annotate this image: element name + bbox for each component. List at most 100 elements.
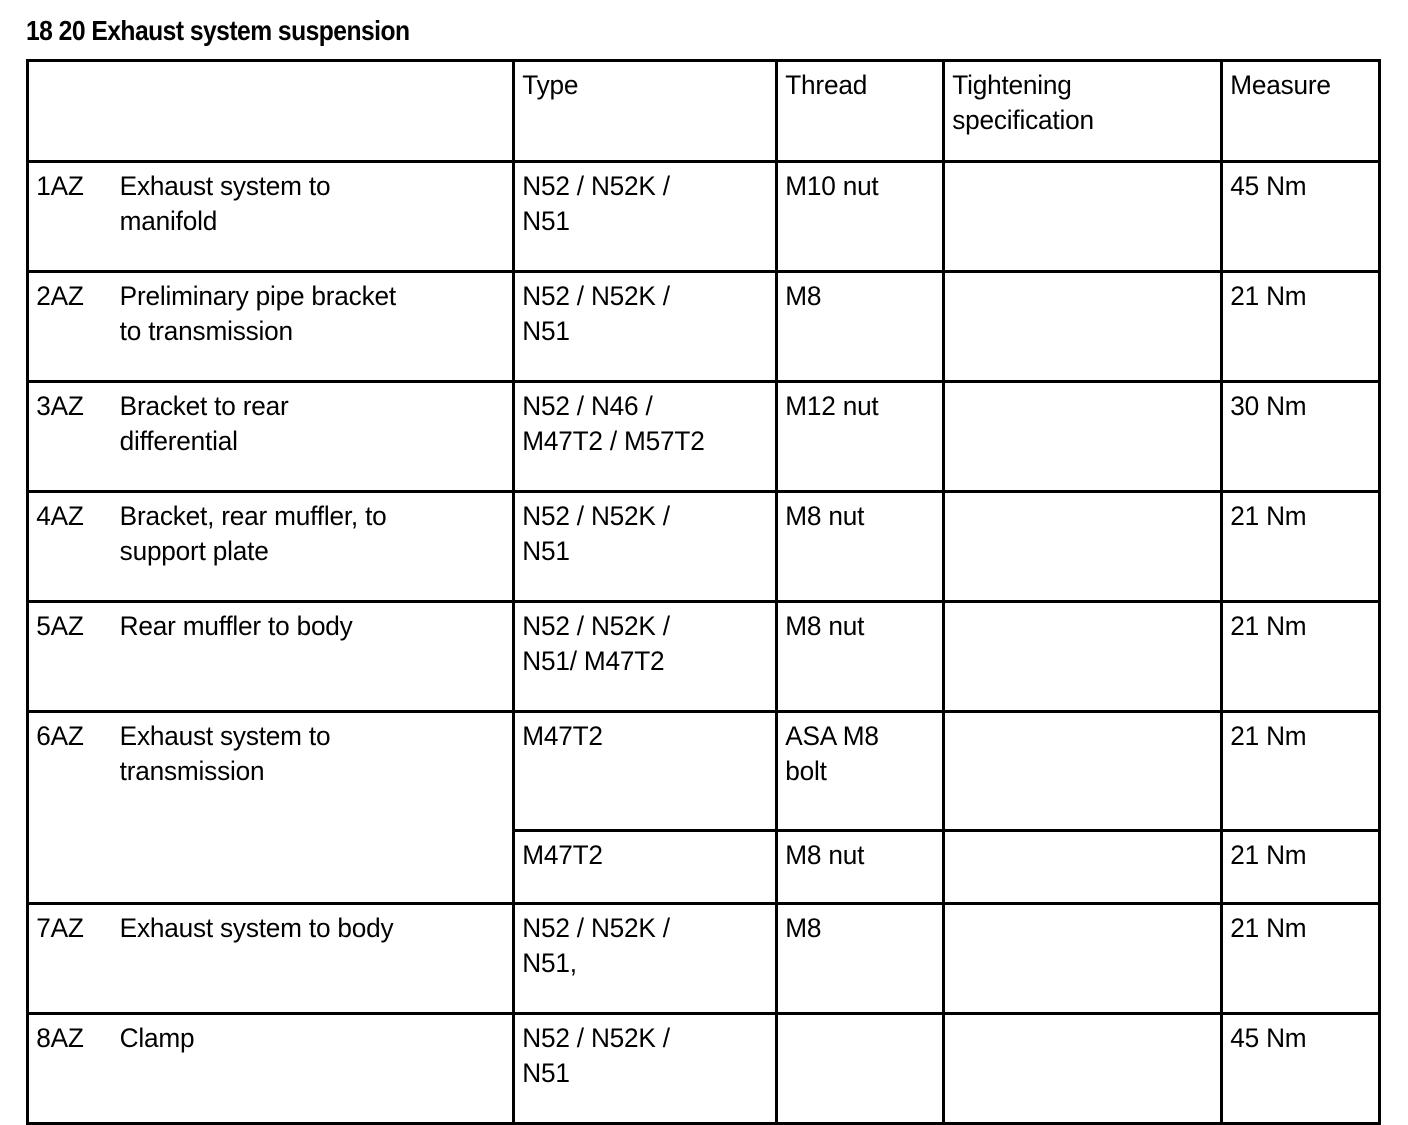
table-row: 3AZ Bracket to rear differential N52 / N… <box>26 380 1380 493</box>
cell-tightening-specification <box>942 1012 1215 1125</box>
cell-item-id: 3AZ <box>35 391 84 421</box>
cell-description: 3AZ Bracket to rear differential <box>26 380 501 493</box>
cell-type: M47T2 <box>512 710 771 832</box>
table-row: M47T2 M8 nut 21 Nm <box>28 829 1380 905</box>
cell-measure: 21 Nm <box>1220 710 1377 832</box>
cell-thread-text: M8 nut <box>784 501 864 531</box>
cell-item-id: 6AZ <box>35 721 84 751</box>
cell-type: N52 / N52K / N51 <box>512 160 771 273</box>
cell-measure-text: 45 Nm <box>1229 171 1306 201</box>
cell-measure-text: 21 Nm <box>1229 611 1306 641</box>
cell-thread-text: M8 <box>784 281 821 311</box>
column-header-type: Type <box>512 59 771 163</box>
table-header-row: Type Thread Tightening specification Mea… <box>26 59 1380 163</box>
cell-thread-text: M8 nut <box>784 611 864 641</box>
page-title: 18 20 Exhaust system suspension <box>26 15 410 46</box>
cell-description-text: Bracket, rear muffler, to support plate <box>119 501 387 567</box>
cell-measure-text: 21 Nm <box>1229 913 1306 943</box>
cell-type: N52 / N46 / M47T2 / M57T2 <box>512 380 771 493</box>
cell-thread-text: ASA M8 bolt <box>784 721 879 787</box>
table-row: 8AZ Clamp N52 / N52K / N51 45 Nm <box>26 1012 1380 1125</box>
cell-thread-text: M12 nut <box>784 391 879 421</box>
cell-measure-text: 30 Nm <box>1229 391 1306 421</box>
cell-tightening-specification <box>942 270 1215 383</box>
column-header-measure: Measure <box>1220 59 1377 163</box>
cell-thread: M8 nut <box>775 829 940 905</box>
cell-measure: 45 Nm <box>1220 1012 1377 1125</box>
cell-measure: 21 Nm <box>1220 270 1377 383</box>
cell-description-text: Rear muffler to body <box>119 611 353 641</box>
cell-item-id: 7AZ <box>35 913 84 943</box>
cell-thread-text: M8 nut <box>784 840 864 870</box>
cell-description-text: Exhaust system to manifold <box>119 171 330 237</box>
cell-measure: 30 Nm <box>1220 380 1377 493</box>
cell-measure-text: 21 Nm <box>1229 721 1306 751</box>
cell-measure-text: 21 Nm <box>1229 281 1306 311</box>
cell-type-text: N52 / N52K / N51 <box>521 1023 670 1089</box>
cell-item-id: 1AZ <box>35 171 84 201</box>
cell-tightening-specification <box>942 380 1215 493</box>
table-row: 7AZ Exhaust system to body N52 / N52K / … <box>26 902 1380 1015</box>
cell-thread: M12 nut <box>775 380 940 493</box>
cell-type: N52 / N52K / N51 <box>512 490 771 603</box>
cell-description: 6AZ Exhaust system to transmission <box>26 710 501 905</box>
cell-measure: 21 Nm <box>1220 902 1377 1015</box>
cell-type-text: N52 / N52K / N51 <box>521 171 670 237</box>
cell-measure-text: 45 Nm <box>1229 1023 1306 1053</box>
table-row: 1AZ Exhaust system to manifold N52 / N52… <box>26 160 1380 273</box>
cell-description-text: Bracket to rear differential <box>119 391 289 457</box>
cell-item-id: 5AZ <box>35 611 84 641</box>
cell-thread: M8 <box>775 902 940 1015</box>
cell-measure-text: 21 Nm <box>1229 501 1306 531</box>
table-row: 5AZ Rear muffler to body N52 / N52K / N5… <box>26 600 1380 713</box>
cell-description-text: Exhaust system to body <box>119 913 393 943</box>
torque-specification-table: Type Thread Tightening specification Mea… <box>26 59 1381 1125</box>
column-header-description <box>26 59 501 163</box>
cell-thread: M10 nut <box>775 160 940 273</box>
cell-description: 1AZ Exhaust system to manifold <box>26 160 501 273</box>
cell-thread: M8 <box>775 270 940 383</box>
cell-description: 7AZ Exhaust system to body <box>26 902 501 1015</box>
cell-type-text: N52 / N52K / N51 <box>521 281 670 347</box>
cell-tightening-specification <box>942 160 1215 273</box>
cell-measure: 21 Nm <box>1220 829 1377 905</box>
cell-thread-text: M10 nut <box>784 171 879 201</box>
table-row: 4AZ Bracket, rear muffler, to support pl… <box>26 490 1380 603</box>
cell-description-text: Preliminary pipe bracket to transmission <box>119 281 396 347</box>
cell-thread: ASA M8 bolt <box>775 710 940 832</box>
cell-description: 4AZ Bracket, rear muffler, to support pl… <box>26 490 501 603</box>
cell-type-text: N52 / N52K / N51/ M47T2 <box>521 611 670 677</box>
column-header-tightening-specification: Tightening specification <box>942 59 1215 163</box>
table-row: 2AZ Preliminary pipe bracket to transmis… <box>26 270 1380 383</box>
cell-item-id: 4AZ <box>35 501 84 531</box>
cell-measure: 21 Nm <box>1220 490 1377 603</box>
cell-description-text: Exhaust system to transmission <box>119 721 330 787</box>
cell-measure: 45 Nm <box>1220 160 1377 273</box>
column-header-tightening-specification-label: Tightening specification <box>951 70 1094 136</box>
cell-type-text: N52 / N52K / N51, <box>521 913 670 979</box>
cell-type: N52 / N52K / N51/ M47T2 <box>512 600 771 713</box>
column-header-type-label: Type <box>521 70 578 100</box>
cell-measure-text: 21 Nm <box>1229 840 1306 870</box>
cell-type-text: M47T2 <box>521 721 603 751</box>
cell-thread: M8 nut <box>775 490 940 603</box>
cell-type-text: N52 / N46 / M47T2 / M57T2 <box>521 391 705 457</box>
cell-type: N52 / N52K / N51 <box>512 270 771 383</box>
cell-type: N52 / N52K / N51 <box>512 1012 771 1125</box>
cell-description: 5AZ Rear muffler to body <box>26 600 501 713</box>
cell-item-id: 8AZ <box>35 1023 84 1053</box>
cell-type: M47T2 <box>512 829 771 905</box>
cell-tightening-specification <box>942 829 1215 905</box>
cell-type: N52 / N52K / N51, <box>512 902 771 1015</box>
cell-item-id: 2AZ <box>35 281 84 311</box>
cell-thread-text: M8 <box>784 913 821 943</box>
cell-measure: 21 Nm <box>1220 600 1377 713</box>
cell-description: 8AZ Clamp <box>26 1012 501 1125</box>
cell-description-text: Clamp <box>119 1023 194 1053</box>
column-header-measure-label: Measure <box>1229 70 1331 100</box>
cell-tightening-specification <box>942 710 1215 832</box>
table-row: 6AZ Exhaust system to transmission M47T2… <box>26 710 1380 905</box>
cell-description: 2AZ Preliminary pipe bracket to transmis… <box>26 270 501 383</box>
cell-type-text: M47T2 <box>521 840 603 870</box>
cell-tightening-specification <box>942 600 1215 713</box>
